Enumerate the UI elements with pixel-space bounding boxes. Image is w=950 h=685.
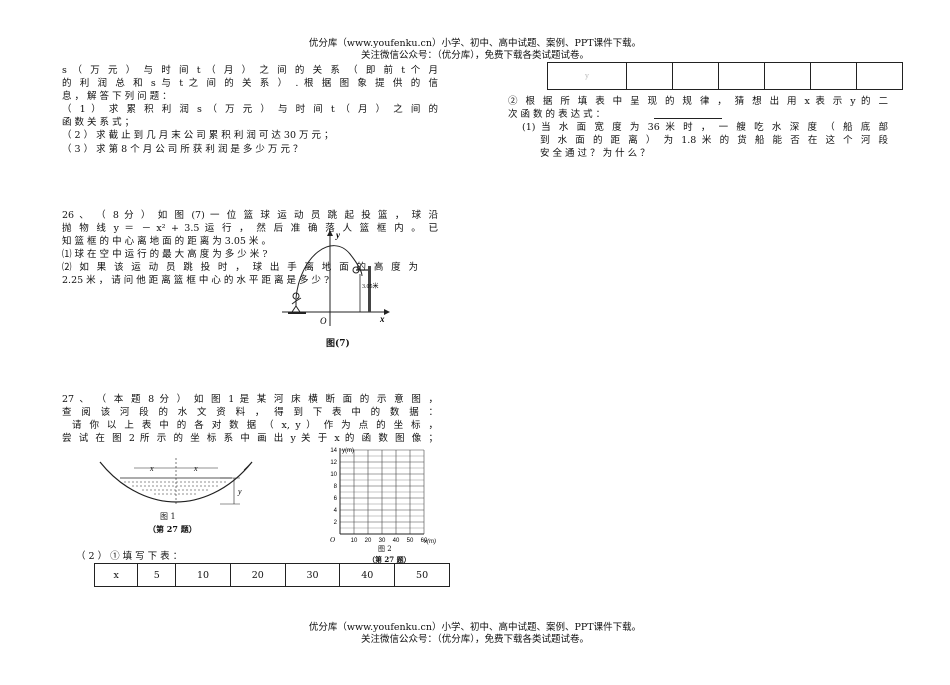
page-footer-line1: 优分库（www.youfenku.cn）小学、初中、高中试题、案例、PPT课件下…: [308, 622, 642, 633]
fig7-height-label: 3.05米: [362, 282, 379, 290]
table-cell: 40: [339, 563, 396, 587]
table-cell: 10: [175, 563, 231, 587]
right-line5: 安 全 通 过 ？ 为 什 么 ？: [540, 148, 650, 159]
fig2-subcaption: （第 27 题）: [368, 555, 411, 564]
right-top-table-cell: [626, 62, 673, 90]
fig2-y-label: y(m): [342, 448, 354, 454]
x-tick-label: 60: [421, 538, 428, 544]
table-cell-x: x: [93, 563, 139, 587]
q26-line4: ⑴ 球 在 空 中 运 行 的 最 大 高 度 为 多 少 米 ?: [62, 249, 268, 260]
answer-blank-line: [654, 118, 722, 119]
table-cell: 30: [284, 563, 341, 587]
fig2-x-label: x(m): [423, 539, 436, 545]
fig7-player-body: [291, 297, 302, 313]
table-cell: 5: [137, 563, 177, 587]
fig1-x-left-label: x: [149, 464, 154, 473]
q25-line3: 息 ， 解 答 下 列 问 题 ：: [62, 91, 172, 102]
q25-line2: 的 利 润 总 和 s 与 t 之 间 的 关 系 ） . 根 据 图 象 提 …: [62, 78, 438, 89]
q27-fill-prompt: （ 2 ） ① 填 写 下 表 ：: [76, 551, 183, 562]
fig7-y-label: y: [335, 230, 341, 240]
right-line4: 到 水 面 的 距 离 ） 为 1.8 米 的 货 船 能 否 在 这 个 河 …: [540, 135, 888, 146]
right-top-table-cell: [672, 62, 719, 90]
x-tick-label: 10: [351, 538, 358, 544]
y-tick-label: 12: [330, 460, 337, 466]
q25-line5: 函 数 关 系 式 ；: [62, 117, 135, 128]
q27-line4: 尝 试 在 图 2 所 示 的 坐 标 系 中 画 出 y 关 于 x 的 函 …: [62, 433, 438, 444]
figure-7-basketball: y x O 3.05米: [282, 230, 390, 326]
right-line2: 次 函 数 的 表 达 式 ：: [508, 109, 606, 120]
q26-line5: ⑵ 如 果 该 运 动 员 跳 投 时 ， 球 出 手 离 地 面 的 高 度 …: [62, 262, 418, 273]
figure-1-riverbed: x x y: [99, 458, 253, 506]
y-tick-label: 4: [334, 508, 338, 514]
fig7-ball: [352, 266, 360, 274]
fig7-x-label: x: [379, 314, 385, 324]
right-top-table-cell: [764, 62, 811, 90]
q26-line6: 2.25 米 ， 请 问 他 距 离 篮 框 中 心 的 水 平 距 离 是 多…: [62, 275, 330, 286]
y-tick-label: 10: [330, 472, 337, 478]
right-top-table-cell-y: y: [547, 62, 627, 90]
fig1-subcaption: （第 27 题）: [148, 524, 197, 534]
fig7-caption: 图(7): [326, 339, 350, 349]
fig7-trajectory: [295, 245, 363, 299]
fig1-y-label: y: [237, 487, 242, 496]
right-top-table: y: [547, 62, 903, 90]
fig7-origin-label: O: [320, 316, 327, 326]
q26-line3: 知 篮 框 的 中 心 离 地 面 的 距 离 为 3.05 米 。: [62, 236, 271, 247]
page-header-line2: 关注微信公众号：（优分库），免费下载各类试题试卷。: [360, 50, 589, 61]
table-cell: 20: [229, 563, 286, 587]
q25-line1: s （ 万 元 ） 与 时 间 t （ 月 ） 之 间 的 关 系 （ 即 前 …: [62, 65, 438, 76]
right-line1: ② 根 据 所 填 表 中 呈 现 的 规 律 ， 猜 想 出 用 x 表 示 …: [508, 96, 888, 107]
fig2-caption: 图 2: [378, 545, 392, 553]
fig2-origin: O: [330, 536, 335, 544]
y-tick-label: 2: [334, 520, 338, 526]
table-cell: 50: [394, 563, 450, 587]
q27-line1: 27 、 （ 本 题 8 分 ） 如 图 1 是 某 河 床 横 断 面 的 示…: [62, 394, 438, 405]
q27-fill-table: x 5 10 20 30 40 50: [93, 563, 450, 587]
right-top-table-cell: [856, 62, 903, 90]
fig2-x-ticks: 10 20 30 40 50 60: [351, 538, 428, 544]
fig1-x-right-label: x: [193, 464, 198, 473]
fig7-y-arrow: [327, 230, 333, 236]
fig7-x-arrow: [384, 309, 390, 315]
x-tick-label: 50: [407, 538, 414, 544]
q26-line2: 抛 物 线 y ＝ － x² + 3.5 运 行 ， 然 后 准 确 落 人 篮…: [62, 223, 438, 234]
x-tick-label: 20: [365, 538, 372, 544]
y-tick-label: 6: [334, 496, 338, 502]
x-tick-label: 40: [393, 538, 400, 544]
fig1-riverbed-shade: [99, 461, 253, 503]
fig7-ground: [288, 312, 306, 314]
fig7-hoop-pole: [368, 266, 371, 312]
y-tick-label: 14: [330, 448, 337, 454]
right-top-table-cell: [718, 62, 765, 90]
y-tick-label: 8: [334, 484, 338, 490]
right-line3: (1) 当 水 面 宽 度 为 36 米 时 ， 一 艘 吃 水 深 度 （ 船…: [522, 122, 888, 133]
fig2-grid-lines: [339, 449, 425, 535]
page-footer-line2: 关注微信公众号：（优分库），免费下载各类试题试卷。: [360, 634, 589, 645]
fig2-y-ticks: 14 12 10 8 6 4 2: [330, 448, 337, 526]
q25-line4: （ 1 ） 求 累 积 利 润 s （ 万 元 ） 与 时 间 t （ 月 ） …: [62, 104, 438, 115]
q27-line2: 查 阅 该 河 段 的 水 文 资 料 ， 得 到 下 表 中 的 数 据 ：: [62, 407, 438, 418]
q27-line3: 请 你 以 上 表 中 的 各 对 数 据 （ x, y ） 作 为 点 的 坐…: [72, 420, 438, 431]
fig1-caption: 图 1: [160, 512, 176, 521]
right-top-table-cell: [810, 62, 857, 90]
q25-line6: （ 2 ） 求 截 止 到 几 月 末 公 司 累 积 利 润 可 达 30 万…: [62, 130, 334, 141]
x-tick-label: 30: [379, 538, 386, 544]
figure-2-grid: y(m) x(m) O 14 12 10 8 6 4 2 10 20 30 40 50 60: [330, 448, 436, 545]
q26-line1: 26 、 （ 8 分 ） 如 图 (7) 一 位 篮 球 运 动 员 跳 起 投…: [62, 210, 438, 221]
page-header-line1: 优分库（www.youfenku.cn）小学、初中、高中试题、案例、PPT课件下…: [308, 38, 642, 49]
q25-line7: （ 3 ） 求 第 8 个 月 公 司 所 获 利 润 是 多 少 万 元 ？: [62, 144, 303, 155]
